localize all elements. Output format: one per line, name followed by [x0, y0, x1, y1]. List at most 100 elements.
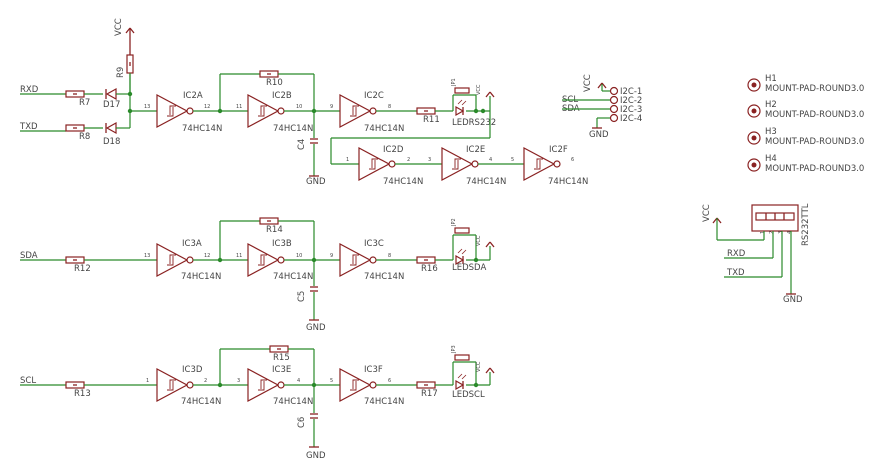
vcc-label-jp1: VCC	[476, 84, 482, 95]
resistor-r7[interactable]	[65, 90, 85, 98]
vcc-label-top: VCC	[114, 18, 124, 36]
pin-10: 10	[296, 104, 302, 110]
mount-pad-h4-type: MOUNT-PAD-ROUND3.0	[765, 164, 864, 174]
led-sda[interactable]	[455, 248, 467, 265]
mount-pad-h2[interactable]	[747, 104, 761, 118]
gnd-label-rs232: GND	[783, 295, 803, 305]
resistor-r11[interactable]	[416, 107, 436, 115]
pin-10-ic3b: 10	[296, 253, 302, 259]
pin-8-ic3c: 8	[388, 253, 391, 259]
net-label-rs232-rxd: RXD	[727, 249, 746, 259]
jumper-jp3[interactable]	[453, 354, 476, 363]
resistor-r13[interactable]	[65, 381, 85, 389]
resistor-r9[interactable]	[126, 54, 134, 74]
pin-3-ic2e: 3	[428, 157, 431, 163]
vcc-label-jp2: VCC	[476, 235, 482, 246]
gate-ic3d-label: IC3D	[182, 365, 203, 375]
mount-pad-h1[interactable]	[747, 78, 761, 92]
gate-ic2d-label: IC2D	[383, 145, 404, 155]
pin-9: 9	[330, 104, 333, 110]
i2c-pin-2[interactable]	[609, 95, 619, 105]
led-scl-label: LEDSCL	[452, 390, 485, 400]
led-scl[interactable]	[455, 373, 467, 390]
capacitor-c5[interactable]	[309, 286, 319, 292]
resistor-r14-label: R14	[266, 225, 283, 235]
i2c-pin-3-label: I2C-3	[620, 105, 642, 115]
diode-d18-label: D18	[103, 137, 120, 147]
resistor-r16-label: R16	[421, 264, 438, 274]
rs232-connector-body[interactable]	[751, 204, 799, 232]
mount-pad-h3-type: MOUNT-PAD-ROUND3.0	[765, 137, 864, 147]
i2c-pin-1-label: I2C-1	[620, 87, 642, 97]
mount-pad-h3[interactable]	[747, 131, 761, 145]
pin-8: 8	[388, 104, 391, 110]
mount-pad-h1-type: MOUNT-PAD-ROUND3.0	[765, 84, 864, 94]
led-rs232[interactable]	[455, 99, 467, 116]
mount-pad-h4[interactable]	[747, 158, 761, 172]
capacitor-c4[interactable]	[309, 138, 319, 144]
sda-section: SDA R12 13 IC3A 74HC14N 12 R14 11 IC3B 7…	[20, 217, 495, 333]
net-label-rs232-txd: TXD	[726, 268, 745, 278]
mount-pad-h3-label: H3	[765, 127, 777, 137]
i2c-pin-4[interactable]	[609, 113, 619, 123]
net-label-rxd: RXD	[20, 85, 39, 95]
mount-pad-h4-label: H4	[765, 154, 777, 164]
jumper-jp1[interactable]	[453, 87, 476, 96]
rs232-input-section: RXD TXD R7 R8 D17 D18 VCC R9	[19, 18, 588, 187]
rs232-connector: 1 2 3 4 RS232TTL VCC RXD TXD GND	[702, 203, 811, 305]
resistor-r17[interactable]	[416, 381, 436, 389]
jumper-jp3-label: JP3	[451, 345, 457, 354]
resistor-r7-label: R7	[79, 98, 90, 108]
net-label-sda: SDA	[20, 251, 38, 261]
gnd-label-c6: GND	[306, 451, 326, 461]
i2c-pin-2-label: I2C-2	[620, 96, 642, 106]
resistor-r15-label: R15	[273, 353, 290, 363]
rs232-pin-1: 1	[760, 231, 766, 234]
vcc-label-i2c: VCC	[583, 74, 593, 92]
pin-5-ic3f: 5	[330, 378, 333, 384]
diode-d17[interactable]	[105, 87, 117, 101]
pin-1-ic2d: 1	[346, 157, 349, 163]
diode-d18[interactable]	[105, 121, 117, 135]
pin-1-ic3d: 1	[146, 378, 149, 384]
resistor-r14[interactable]	[259, 217, 279, 225]
resistor-r12[interactable]	[65, 256, 85, 264]
resistor-r17-label: R17	[421, 389, 438, 399]
scl-section: SCL R13 1 IC3D 74HC14N 2 R15 3 IC3E 74HC…	[20, 345, 495, 461]
i2c-pin-4-label: I2C-4	[620, 114, 642, 124]
pin-13-ic3a: 13	[144, 253, 150, 259]
resistor-r8[interactable]	[65, 124, 85, 132]
diode-d17-label: D17	[103, 100, 120, 110]
led-sda-label: LEDSDA	[452, 263, 486, 273]
gate-ic3f-label: IC3F	[364, 365, 383, 375]
jumper-jp1-label: JP1	[451, 78, 457, 87]
gate-ic3d-type: 74HC14N	[181, 397, 221, 407]
gate-ic2b-type: 74HC14N	[273, 124, 313, 134]
gate-ic2c-label: IC2C	[364, 91, 384, 101]
jumper-jp2[interactable]	[453, 227, 476, 236]
i2c-connector: VCC SCL SDA GND I2C-1 I2C-2 I2C-3 I2C-4	[562, 74, 642, 140]
rs232-pin-4: 4	[787, 231, 793, 234]
gate-ic3c-label: IC3C	[364, 239, 384, 249]
pin-13: 13	[144, 104, 150, 110]
capacitor-c4-label: C4	[297, 139, 307, 150]
resistor-r10-label: R10	[266, 78, 283, 88]
pin-12: 12	[204, 104, 210, 110]
resistor-r16[interactable]	[416, 256, 436, 264]
resistor-r15[interactable]	[269, 345, 289, 353]
resistor-r10[interactable]	[259, 70, 279, 78]
i2c-pin-1[interactable]	[609, 86, 619, 96]
vcc-label-jp3: VCC	[476, 361, 482, 372]
pin-4-ic3e: 4	[297, 378, 300, 384]
pin-2-ic3d: 2	[204, 378, 207, 384]
gate-ic2b-label: IC2B	[272, 91, 292, 101]
gate-ic2e-label: IC2E	[466, 145, 485, 155]
rs232-pin-3: 3	[778, 231, 784, 234]
i2c-pin-3[interactable]	[609, 104, 619, 114]
led-rs232-label: LEDRS232	[452, 118, 496, 128]
rs232-connector-label: RS232TTL	[801, 203, 811, 246]
capacitor-c6[interactable]	[309, 413, 319, 419]
pin-6-ic2f: 6	[571, 157, 574, 163]
pin-3-ic3e: 3	[237, 378, 240, 384]
gnd-label-c5: GND	[306, 323, 326, 333]
